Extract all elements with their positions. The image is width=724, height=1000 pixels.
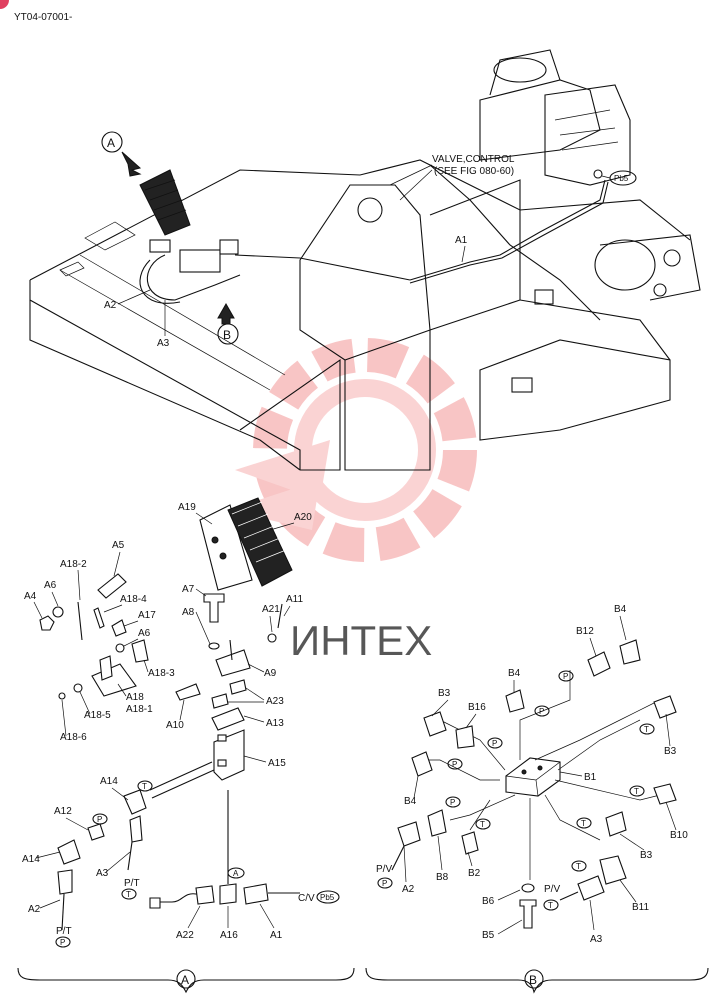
callout-view-a: A [101,131,142,177]
valve-control-note: VALVE,CONTROL (SEE FIG 080-60) [389,154,515,201]
svg-text:A3: A3 [96,868,109,879]
svg-text:B2: B2 [468,868,481,879]
section-b-labels: B4 B12 B4 B3 B16 B3 B1 B4 B10 B3 B8 B2 P… [376,604,688,945]
svg-text:A21: A21 [262,604,280,615]
svg-text:A14: A14 [22,854,40,865]
overview-label-a1: A1 [455,235,468,246]
svg-text:P: P [382,879,387,888]
svg-text:T: T [581,819,586,828]
svg-text:A2: A2 [28,904,41,915]
section-a-exploded [39,497,300,931]
svg-text:A19: A19 [178,502,196,513]
section-b-exploded [391,639,677,929]
svg-text:B6: B6 [482,896,495,907]
svg-text:P: P [563,672,568,681]
machine-frame [29,49,701,471]
svg-text:(SEE FIG 080-60): (SEE FIG 080-60) [434,166,514,177]
watermark-text: ИНТЕХ [290,617,432,664]
svg-text:B4: B4 [404,796,417,807]
svg-text:P: P [539,707,544,716]
callout-view-b: B [217,302,239,345]
svg-text:A7: A7 [182,584,195,595]
svg-text:A18-1: A18-1 [126,704,153,715]
svg-text:B3: B3 [438,688,451,699]
svg-text:VALVE,CONTROL: VALVE,CONTROL [432,154,515,165]
svg-text:B4: B4 [508,668,521,679]
svg-text:P/V: P/V [544,884,560,895]
svg-text:A17: A17 [138,610,156,621]
svg-text:T: T [576,862,581,871]
svg-text:A15: A15 [268,758,286,769]
svg-text:P: P [60,938,65,947]
footer-section-a: A [17,967,355,994]
overview-label-a3: A3 [157,338,170,349]
pb5-tag: Pb5 [601,170,637,186]
svg-text:B8: B8 [436,872,449,883]
svg-text:B4: B4 [614,604,627,615]
svg-text:P/T: P/T [124,878,140,889]
svg-text:A2: A2 [402,884,415,895]
svg-text:B5: B5 [482,930,495,941]
svg-text:A18-5: A18-5 [84,710,111,721]
svg-text:A20: A20 [294,512,312,523]
svg-text:A8: A8 [182,607,195,618]
svg-text:A23: A23 [266,696,284,707]
svg-text:P: P [450,798,455,807]
svg-text:B16: B16 [468,702,486,713]
svg-text:B11: B11 [632,902,649,913]
svg-text:A18-6: A18-6 [60,732,87,743]
doc-code: YT04-07001- [14,12,72,23]
svg-text:P: P [452,760,457,769]
svg-text:P: P [97,815,102,824]
svg-text:A9: A9 [264,668,277,679]
svg-text:P/T: P/T [56,926,72,937]
svg-text:B3: B3 [664,746,677,757]
svg-text:A13: A13 [266,718,284,729]
watermark-gear-logo [228,338,477,562]
svg-text:B3: B3 [640,850,653,861]
corner-mark [0,0,9,9]
svg-text:P: P [492,739,497,748]
svg-text:C/V: C/V [298,893,315,904]
svg-text:A14: A14 [100,776,118,787]
svg-text:A: A [107,136,115,150]
svg-text:T: T [142,782,147,791]
svg-text:A1: A1 [270,930,283,941]
svg-text:B1: B1 [584,772,597,783]
svg-text:T: T [644,725,649,734]
svg-text:A18: A18 [126,692,144,703]
svg-text:A22: A22 [176,930,194,941]
svg-text:A10: A10 [166,720,184,731]
footer-section-b: B [365,967,709,994]
svg-text:A18-4: A18-4 [120,594,147,605]
svg-text:Pb5: Pb5 [320,893,335,902]
svg-text:A4: A4 [24,591,37,602]
svg-text:T: T [126,890,131,899]
svg-text:T: T [548,901,553,910]
svg-text:T: T [480,820,485,829]
svg-text:A: A [233,869,239,878]
svg-text:A18-2: A18-2 [60,559,87,570]
overview-label-a2: A2 [104,300,117,311]
section-a-labels: A5 A18-2 A6 A4 A18-4 A17 A6 A18-3 A18 A1… [22,502,340,948]
svg-text:B12: B12 [576,626,594,637]
svg-text:A11: A11 [286,594,303,605]
svg-text:A3: A3 [590,934,603,945]
svg-text:A: A [181,973,189,987]
svg-text:A12: A12 [54,806,72,817]
svg-text:Pb5: Pb5 [614,174,629,183]
svg-text:A5: A5 [112,540,125,551]
svg-text:A16: A16 [220,930,238,941]
svg-text:B: B [223,328,231,342]
svg-text:B10: B10 [670,830,688,841]
svg-text:P/V: P/V [376,864,392,875]
svg-text:A18-3: A18-3 [148,668,175,679]
svg-text:A6: A6 [44,580,57,591]
svg-text:A6: A6 [138,628,151,639]
svg-text:T: T [634,787,639,796]
svg-text:B: B [529,973,537,987]
